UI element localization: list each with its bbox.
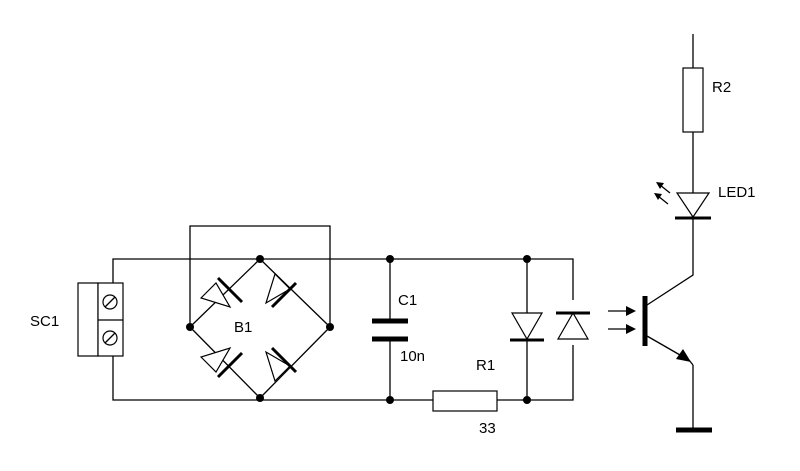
capacitor-label: C1 [398, 292, 417, 309]
connector-label: SC1 [30, 313, 59, 330]
connector-housing [77, 282, 99, 357]
bridge-rectifier-b1 [189, 258, 331, 399]
resistor1-label: R1 [476, 357, 495, 374]
phototransistor [642, 219, 712, 433]
capacitor-value: 10n [400, 348, 425, 365]
led-label: LED1 [718, 184, 756, 201]
bridge-diode-lower-right [264, 346, 298, 383]
resistor2-label: R2 [712, 79, 731, 96]
resistor-r2 [682, 67, 704, 133]
bridge-label: B1 [234, 319, 252, 336]
optical-arrows [608, 306, 636, 334]
wires [112, 225, 574, 401]
transistor-collector [646, 219, 694, 306]
transistor-emitter [646, 335, 681, 356]
capacitor-c1 [372, 318, 408, 342]
resistor-r1 [432, 390, 498, 412]
junction-dots [186, 255, 531, 404]
resistor1-value: 33 [479, 420, 496, 437]
diode-down [510, 312, 544, 342]
led1 [654, 132, 711, 220]
connector-sc1 [77, 282, 124, 357]
opto-emitter-diode [556, 300, 590, 345]
bridge-diode-upper-left [199, 276, 244, 309]
bridge-diode-lower-left [199, 346, 244, 379]
emitter-arrow [676, 349, 691, 362]
bridge-diode-upper-right [264, 272, 298, 309]
